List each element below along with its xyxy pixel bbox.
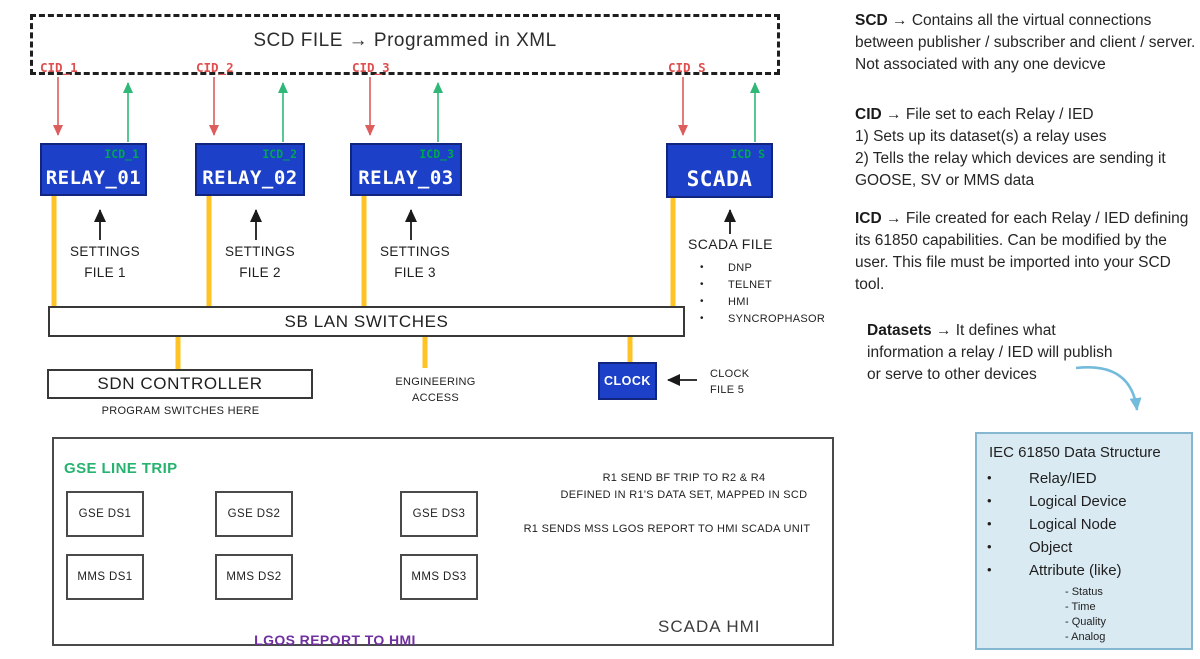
- iec-sub-analog: - Analog: [1065, 631, 1106, 643]
- cid-point-2: 2) Tells the relay which devices are sen…: [855, 150, 1166, 189]
- icd-s-label: ICD S: [730, 147, 765, 161]
- scada-file-item-hmi: •HMI: [700, 296, 750, 308]
- icd-1-label: ICD_1: [104, 147, 139, 161]
- datasets-body: It defines what information a relay / IE…: [867, 322, 1113, 383]
- bullet: •: [987, 493, 992, 508]
- clock-box: CLOCK: [598, 362, 657, 400]
- relay-01-name: RELAY_01: [45, 167, 142, 189]
- settings-file-3-label: SETTINGS FILE 3: [365, 241, 465, 283]
- clock-file-line1: CLOCK: [710, 368, 750, 380]
- scd-heading: SCD: [855, 12, 888, 29]
- cid-1-label: CID_1: [40, 60, 78, 75]
- icd-2-label: ICD_2: [262, 147, 297, 161]
- iec-data-structure-box: IEC 61850 Data Structure •Relay/IED •Log…: [975, 432, 1193, 650]
- relay-02-name: RELAY_02: [202, 167, 298, 189]
- iec-sub-status: - Status: [1065, 586, 1103, 598]
- scada-file-item-syncrophasor: •SYNCROPHASOR: [700, 313, 826, 325]
- iec-item-attribute: •Attribute (like): [987, 562, 1122, 579]
- lan-switches-bar: SB LAN SWITCHES: [48, 306, 685, 337]
- mms-ds3-box: MMS DS3: [400, 554, 478, 600]
- iec-box-title: IEC 61850 Data Structure: [989, 444, 1161, 461]
- bullet: •: [987, 470, 992, 485]
- icd-3-label: ICD_3: [419, 147, 454, 161]
- clock-label: CLOCK: [604, 374, 651, 388]
- settings-file-2-label: SETTINGS FILE 2: [210, 241, 310, 283]
- gse-line-trip-label: GSE LINE TRIP: [64, 460, 178, 477]
- icd-body: File created for each Relay / IED defini…: [855, 210, 1189, 293]
- clock-file-label: CLOCK FILE 5: [710, 366, 749, 398]
- scada-hmi-label: SCADA HMI: [658, 617, 761, 636]
- settings-file-1-label: SETTINGS FILE 1: [55, 241, 155, 283]
- gse-ds1-box: GSE DS1: [66, 491, 144, 537]
- datasets-arrow: [1075, 366, 1142, 411]
- lan-switches-label: SB LAN SWITCHES: [284, 311, 449, 331]
- arrow-glyph: →: [886, 210, 902, 227]
- scada-box: ICD S SCADA: [666, 143, 773, 198]
- relay-01-box: ICD_1 RELAY_01: [40, 143, 147, 196]
- mms-ds1-box: MMS DS1: [66, 554, 144, 600]
- cid-s-label: CID S: [668, 60, 706, 75]
- bullet: •: [987, 539, 992, 554]
- iec-sub-quality: - Quality: [1065, 616, 1106, 628]
- bullet: •: [700, 296, 704, 307]
- scd-file-title: SCD FILE → Programmed in XML: [253, 30, 557, 51]
- scd-definition: SCD → Contains all the virtual connectio…: [855, 10, 1200, 76]
- cid-3-label: CID_3: [352, 60, 390, 75]
- definitions-column: SCD → Contains all the virtual connectio…: [855, 10, 1200, 386]
- bullet: •: [987, 562, 992, 577]
- datasets-definition: Datasets → It defines what information a…: [867, 320, 1115, 386]
- dataset-map-panel: GSE LINE TRIP GSE DS1 GSE DS2 GSE DS3 MM…: [52, 437, 834, 648]
- bullet: •: [987, 516, 992, 531]
- bftrip-note-line2: DEFINED IN R1'S DATA SET, MAPPED IN SCD: [560, 489, 808, 501]
- lgos-report-label: LGOS REPORT TO HMI: [254, 632, 416, 648]
- bullet: •: [700, 279, 704, 290]
- arrow-glyph: →: [892, 12, 908, 29]
- settings-2-line1: SETTINGS: [225, 244, 295, 259]
- iec-item-logical-node: •Logical Node: [987, 516, 1117, 533]
- relay-03-box: ICD_3 RELAY_03: [350, 143, 462, 196]
- lgos-note: R1 SENDS MSS LGOS REPORT TO HMI SCADA UN…: [523, 523, 811, 535]
- gse-ds2-box: GSE DS2: [215, 491, 293, 537]
- mms-ds2-box: MMS DS2: [215, 554, 293, 600]
- bullet: •: [700, 262, 704, 273]
- cid-definition: CID → File set to each Relay / IED 1) Se…: [855, 104, 1200, 192]
- iec-sub-time: - Time: [1065, 601, 1096, 613]
- arrow-glyph: →: [886, 106, 902, 123]
- scd-body: Contains all the virtual connections bet…: [855, 12, 1196, 73]
- sdn-caption: PROGRAM SWITCHES HERE: [101, 405, 260, 417]
- sdn-controller-box: SDN CONTROLLER: [47, 369, 313, 399]
- scada-file-item-telnet: •TELNET: [700, 279, 772, 291]
- scada-name: SCADA: [686, 167, 753, 191]
- scada-file-label: SCADA FILE: [688, 236, 773, 252]
- scada-file-item-dnp: •DNP: [700, 262, 753, 274]
- clock-file-line2: FILE 5: [710, 384, 745, 396]
- datasets-heading: Datasets: [867, 322, 932, 339]
- icd-definition: ICD → File created for each Relay / IED …: [855, 208, 1200, 296]
- settings-1-line2: FILE 1: [84, 265, 126, 280]
- arrow-glyph: →: [935, 322, 952, 339]
- settings-1-line1: SETTINGS: [70, 244, 140, 259]
- cid-2-label: CID_2: [196, 60, 234, 75]
- icd-heading: ICD: [855, 210, 882, 227]
- settings-3-line1: SETTINGS: [380, 244, 450, 259]
- settings-2-line2: FILE 2: [239, 265, 281, 280]
- engineering-access-label: ENGINEERING ACCESS: [383, 374, 488, 406]
- scd-file-box: [30, 14, 780, 75]
- engineering-line1: ENGINEERING: [395, 376, 476, 388]
- sdn-controller-label: SDN CONTROLLER: [97, 374, 263, 393]
- bullet: •: [700, 313, 704, 324]
- relay-02-box: ICD_2 RELAY_02: [195, 143, 305, 196]
- settings-3-line2: FILE 3: [394, 265, 436, 280]
- relay-03-name: RELAY_03: [358, 167, 454, 189]
- bftrip-note: R1 SEND BF TRIP TO R2 & R4 DEFINED IN R1…: [534, 470, 834, 504]
- gse-ds3-box: GSE DS3: [400, 491, 478, 537]
- iec-item-relay-ied: •Relay/IED: [987, 470, 1097, 487]
- cid-heading: CID: [855, 106, 882, 123]
- cid-point-1: 1) Sets up its dataset(s) a relay uses: [855, 128, 1107, 145]
- iec-item-logical-device: •Logical Device: [987, 493, 1127, 510]
- engineering-line2: ACCESS: [411, 392, 460, 404]
- cid-body: File set to each Relay / IED: [905, 106, 1094, 123]
- iec-item-object: •Object: [987, 539, 1073, 556]
- bftrip-note-line1: R1 SEND BF TRIP TO R2 & R4: [602, 472, 766, 484]
